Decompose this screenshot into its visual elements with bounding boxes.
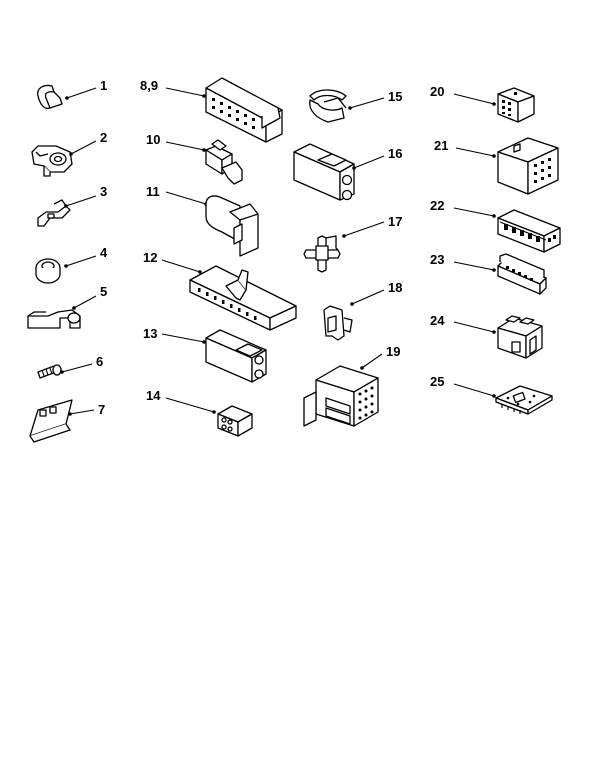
part-14: 14 (146, 388, 253, 437)
clamp-icon (31, 145, 73, 177)
screw-icon (37, 364, 62, 379)
terminal-strip-icon (189, 265, 297, 331)
part-label: 25 (430, 374, 444, 389)
part-15: 15 (309, 89, 402, 123)
part-4: 4 (35, 245, 108, 284)
part-20: 20 (430, 84, 535, 123)
circuit-board-icon (495, 385, 553, 415)
part-label: 5 (100, 284, 107, 299)
part-label: 1 (100, 78, 107, 93)
part-25: 25 (430, 374, 553, 415)
part-10: 10 (146, 132, 243, 185)
part-label: 8,9 (140, 78, 158, 93)
part-label: 17 (388, 214, 402, 229)
two-pin-housing-icon (293, 143, 355, 201)
part-17: 17 (303, 214, 402, 273)
part-23: 23 (430, 252, 547, 295)
small-connector-icon (205, 139, 243, 185)
part-1: 1 (37, 78, 107, 110)
plug-connector-icon (205, 195, 259, 257)
block-connector-icon (303, 365, 379, 427)
part-6: 6 (37, 354, 103, 379)
small-housing-icon (497, 87, 535, 123)
part-label: 11 (146, 184, 160, 199)
sleeve-clip-icon (309, 89, 347, 123)
bracket-clip-icon (37, 199, 71, 227)
part-22: 22 (430, 198, 561, 253)
part-label: 2 (100, 130, 107, 145)
part-7: 7 (29, 399, 105, 443)
cube-housing-icon (497, 137, 559, 195)
part-label: 10 (146, 132, 160, 147)
part-label: 22 (430, 198, 444, 213)
strip-icon (29, 399, 73, 443)
latch-icon (323, 305, 353, 341)
part-label: 12 (143, 250, 157, 265)
cross-connector-icon (303, 235, 341, 273)
part-label: 16 (388, 146, 402, 161)
part-label: 6 (96, 354, 103, 369)
part-label: 15 (388, 89, 402, 104)
multi-row-connector-icon (497, 209, 561, 253)
part-label: 23 (430, 252, 444, 267)
cable-clamp-icon (27, 309, 81, 329)
part-label: 13 (143, 326, 157, 341)
part-3: 3 (37, 184, 107, 227)
part-8-9: 8,9 (140, 77, 283, 143)
part-5: 5 (27, 284, 107, 329)
part-13: 13 (143, 326, 267, 383)
part-label: 21 (434, 138, 448, 153)
part-label: 19 (386, 344, 400, 359)
part-11: 11 (146, 184, 259, 257)
part-label: 18 (388, 280, 402, 295)
part-label: 14 (146, 388, 161, 403)
part-12: 12 (143, 250, 297, 331)
grommet-icon (35, 258, 61, 284)
part-18: 18 (323, 280, 402, 341)
part-19: 19 (303, 344, 400, 427)
clip-icon (37, 84, 63, 110)
two-pin-housing-icon (205, 329, 267, 383)
part-21: 21 (434, 137, 559, 195)
part-label: 4 (100, 245, 108, 260)
four-pin-plug-icon (217, 405, 253, 437)
multi-pin-housing-icon (205, 77, 283, 143)
part-label: 24 (430, 313, 445, 328)
stacked-housing-icon (497, 315, 543, 359)
part-2: 2 (31, 130, 107, 177)
part-label: 3 (100, 184, 107, 199)
pin-header-icon (497, 253, 547, 295)
part-label: 7 (98, 402, 105, 417)
part-label: 20 (430, 84, 444, 99)
part-16: 16 (293, 143, 402, 201)
part-24: 24 (430, 313, 543, 359)
